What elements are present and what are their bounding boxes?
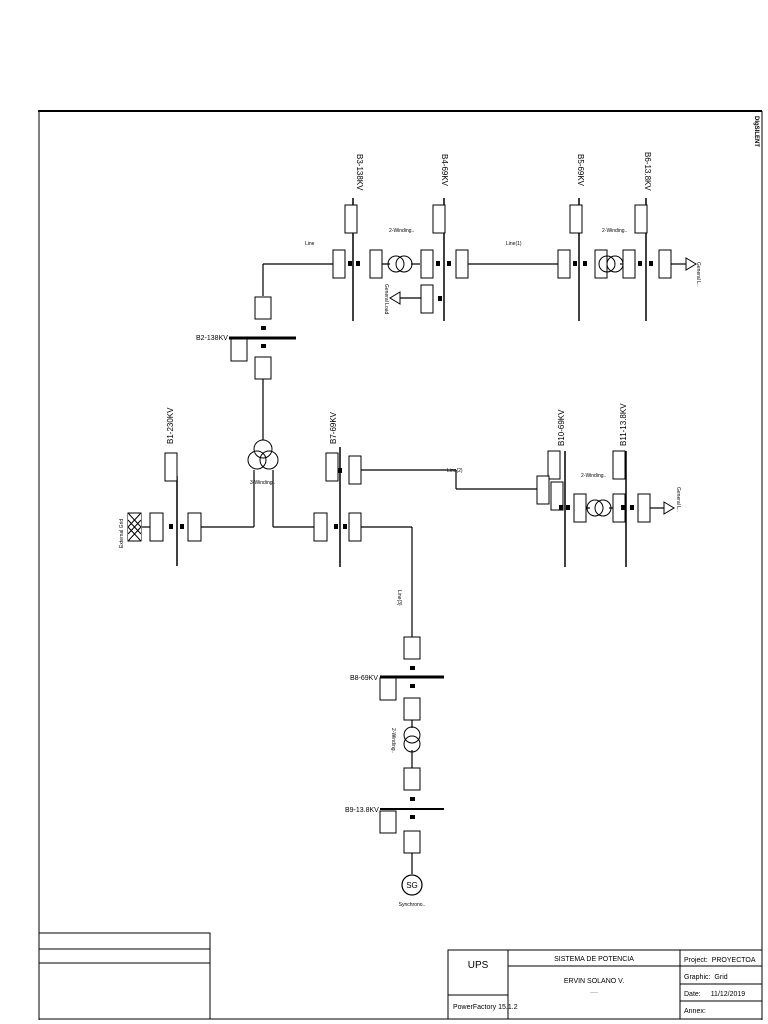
element-labels: Line 2-Winding.. Line(1) 2-Winding.. Gen… [119,228,701,908]
external-grid-icon [127,512,142,542]
bus-b10-label: B10-69KV [557,409,566,446]
tr-b10-b11-label: 2-Winding.. [581,473,606,479]
logo-text: DIgSILENT [753,116,759,147]
bus-b9-label: B9-13.8KV [345,807,379,814]
bus-b8-label: B8-69KV [350,675,378,682]
project-value: PROYECTOA [712,957,756,964]
left-title-block [38,932,211,1020]
line1-label: Line(1) [506,241,522,247]
date-label: Date: [684,991,701,998]
tr3w-label: 3-Winding.. [250,480,275,486]
generator-icon: SG [401,874,423,896]
date-row: Date: 11/12/2019 [684,991,745,998]
bus-b1-label: B1-230KV [166,407,175,444]
digsilent-logo: DIgSILENT [753,116,759,147]
line2-label: Line(2) [447,468,463,474]
transformer-3w-icon [247,439,279,470]
load-b6-arrow-icon [685,257,697,271]
bus-b6-label: B6-13.8KV [643,152,652,191]
bus-labels: B1-230KV B2-138KV B3-138KV B4-69KV B5-69… [166,152,652,814]
tr-b5-b6-label: 2-Winding.. [602,228,627,234]
generator-symbol: SG [406,881,418,890]
load-b4-label: General Load [383,284,389,315]
load-b4-arrow-icon [389,291,401,305]
transformer-b3-b4-icon [387,255,413,273]
project-row: Project: PROYECTOA [684,957,756,964]
generator-label: Synchrono.. [399,902,426,908]
line-b2-b3-label: Line [305,241,315,247]
drawing-frame [38,110,763,1020]
bus-b4-label: B4-69KV [440,154,449,187]
graphic-label: Graphic: [684,974,711,981]
bus-b5-label: B5-69KV [576,154,585,187]
author-label: ERVIN SOLANO V. [564,978,624,985]
ext-grid-label: External Grid [119,519,125,548]
tr-b3-b4-label: 2-Winding.. [389,228,414,234]
graphic-value: Grid [714,974,727,981]
bus-b2-label: B2-138KV [196,335,228,342]
bus-b3-label: B3-138KV [355,154,364,191]
project-label: Project: [684,957,708,964]
connection-lines [142,263,686,874]
date-value: 11/12/2019 [711,991,746,998]
system-label: SISTEMA DE POTENCIA [554,956,634,963]
load-b6-label: General L.. [695,262,701,287]
transformer-b8-b9-icon [403,726,421,753]
bus-b7-label: B7-69KV [329,411,338,444]
software-label: PowerFactory 15.1.2 [453,1004,518,1011]
author-sub-label: ------ [590,989,599,994]
load-b11-label: General L.. [675,487,681,512]
line3-label: Line(3) [396,590,402,606]
breaker-dots [169,261,653,819]
annex-label: Annex: [684,1008,706,1015]
bus-b11-label: B11-13.8KV [619,403,628,446]
cubicle-boxes [149,204,672,854]
graphic-row: Graphic: Grid [684,974,728,981]
load-b11-arrow-icon [663,501,675,515]
transformer-b5-b6-icon [598,255,624,273]
busbars [176,198,647,810]
tr-b8-b9-label: 2-Winding.. [390,728,396,753]
right-title-block: UPS PowerFactory 15.1.2 SISTEMA DE POTEN… [447,949,763,1020]
ups-label: UPS [468,960,489,971]
transformer-b10-b11-icon [586,499,612,517]
